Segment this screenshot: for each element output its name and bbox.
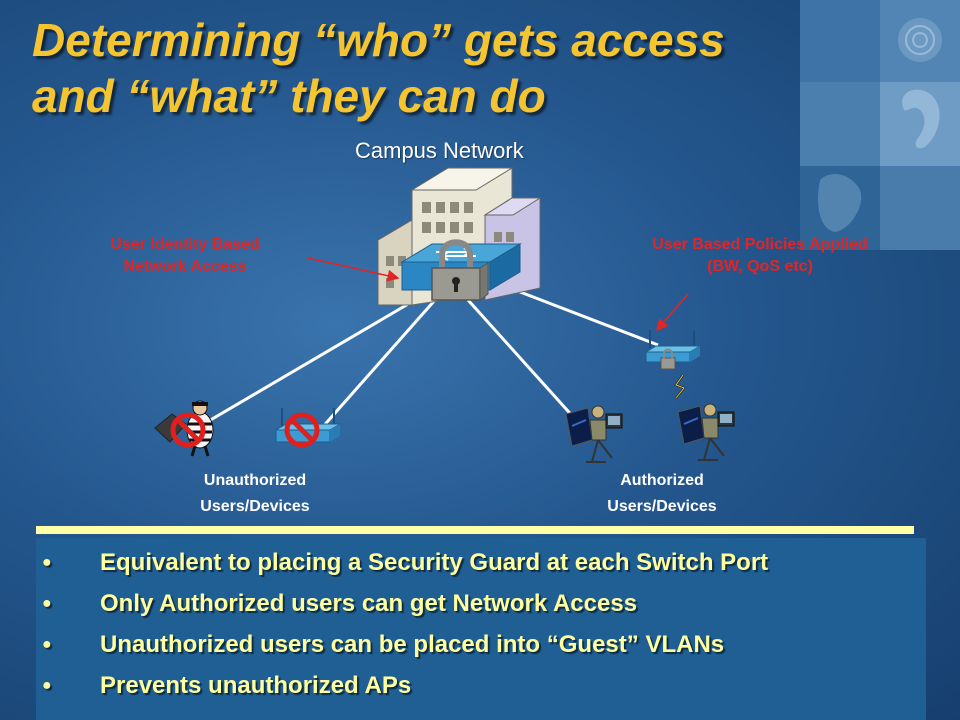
hand-icon bbox=[817, 174, 862, 232]
bullet-item: Equivalent to placing a Security Guard a… bbox=[36, 542, 926, 583]
user-identity-annotation: User Identity Based Network Access bbox=[75, 234, 295, 278]
group-label-line: Users/Devices bbox=[607, 498, 717, 515]
decorative-collage bbox=[800, 0, 960, 250]
access-point-icon bbox=[644, 330, 702, 370]
group-label-line: Users/Devices bbox=[200, 498, 310, 515]
connection-lines bbox=[189, 288, 659, 434]
group-label-line: Authorized bbox=[620, 472, 704, 489]
annotation-arrow-right bbox=[656, 293, 689, 332]
title-line-2: and “what” they can do bbox=[32, 70, 546, 122]
authorized-user-icon bbox=[677, 403, 735, 461]
no-access-icon bbox=[284, 412, 320, 448]
authorized-group-label: Authorized Users/Devices bbox=[572, 468, 752, 520]
divider-bar bbox=[36, 526, 914, 534]
no-access-icon bbox=[170, 412, 206, 448]
bullet-item: Prevents unauthorized APs bbox=[36, 665, 926, 706]
annotation-line: User Identity Based bbox=[110, 236, 260, 253]
bullet-item: Unauthorized users can be placed into “G… bbox=[36, 624, 926, 665]
annotation-line: (BW, QoS etc) bbox=[707, 258, 813, 275]
user-policies-annotation: User Based Policies Applied (BW, QoS etc… bbox=[605, 234, 915, 278]
annotation-line: Network Access bbox=[123, 258, 247, 275]
authorized-user-icon bbox=[565, 405, 623, 463]
annotation-line: User Based Policies Applied bbox=[652, 236, 868, 253]
campus-network-label: Campus Network bbox=[355, 138, 524, 163]
ear-icon bbox=[902, 89, 940, 149]
fingerprint-icon bbox=[898, 18, 942, 62]
annotation-arrow-left bbox=[307, 257, 400, 282]
bullet-item: Only Authorized users can get Network Ac… bbox=[36, 583, 926, 624]
unauthorized-group-label: Unauthorized Users/Devices bbox=[165, 468, 345, 520]
bullet-list: Equivalent to placing a Security Guard a… bbox=[36, 538, 926, 706]
slide-title: Determining “who” gets access and “what”… bbox=[32, 12, 725, 124]
bullet-panel: Equivalent to placing a Security Guard a… bbox=[36, 538, 926, 720]
title-line-1: Determining “who” gets access bbox=[32, 14, 725, 66]
padlock-icon bbox=[431, 239, 489, 301]
group-label-line: Unauthorized bbox=[203, 472, 307, 489]
